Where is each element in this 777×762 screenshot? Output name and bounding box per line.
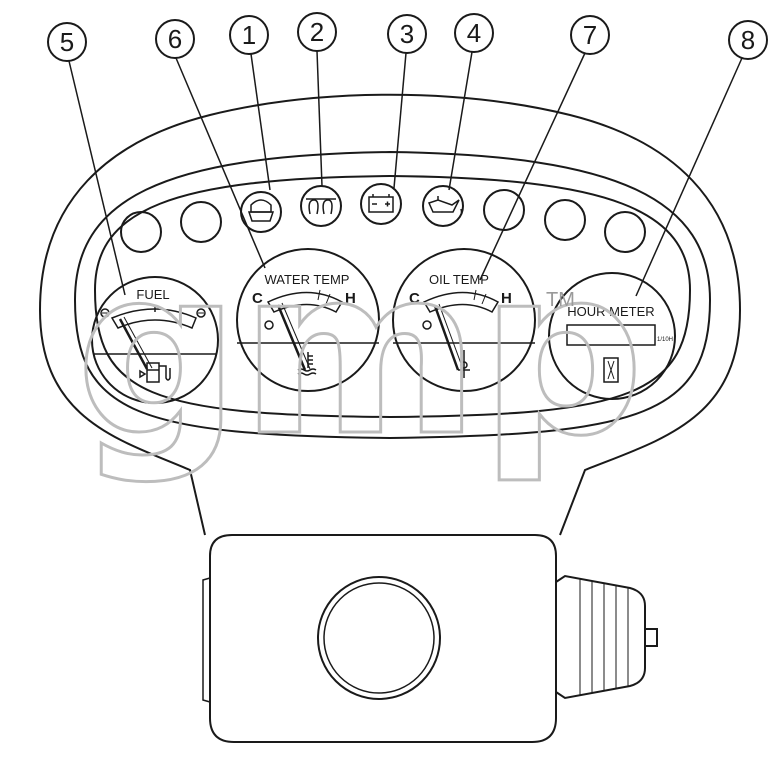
parking-brake-icon — [247, 199, 275, 222]
callout-number-8: 8 — [741, 25, 755, 55]
callout-number-2: 2 — [310, 17, 324, 47]
hour-meter — [548, 272, 676, 400]
leader-line-1 — [250, 53, 271, 191]
leader-line-2 — [316, 50, 323, 187]
callout-number-7: 7 — [583, 20, 597, 50]
callout-circle-3 — [387, 14, 427, 54]
indicator-lamp-right-3 — [604, 211, 646, 253]
coolant-temp-icon — [297, 352, 317, 376]
hour-meter-unit: 1/10H — [657, 337, 673, 343]
callout-circle-5 — [47, 22, 87, 62]
indicator-lamp-3 — [360, 183, 402, 225]
fuel-pump-icon — [139, 362, 171, 383]
rotary-knob — [555, 574, 658, 700]
callout-number-1: 1 — [242, 20, 256, 50]
indicator-lamp-4 — [422, 185, 464, 227]
indicator-lamp-left-1 — [120, 211, 162, 253]
leader-line-8 — [635, 57, 743, 297]
panel-face — [93, 174, 692, 419]
indicator-lamp-right-1 — [483, 189, 525, 231]
water-temp-hot-mark: H — [345, 290, 356, 307]
callout-circle-7 — [570, 15, 610, 55]
leader-line-6 — [175, 57, 266, 269]
callout-circle-8 — [728, 20, 768, 60]
watermark-trademark: TM — [546, 289, 575, 311]
callout-number-4: 4 — [467, 18, 481, 48]
callout-number-5: 5 — [60, 27, 74, 57]
leader-line-7 — [479, 52, 586, 281]
glow-plug-icon — [306, 198, 336, 215]
leader-line-5 — [68, 60, 126, 296]
leader-line-3 — [393, 52, 407, 189]
oil-temp-label: OIL TEMP — [429, 272, 489, 287]
panel-bezel — [73, 150, 712, 440]
panel-housing-outline — [38, 93, 742, 536]
ignition-switch — [317, 576, 441, 700]
indicator-lamp-left-2 — [180, 201, 222, 243]
battery-icon — [368, 194, 394, 213]
oil-pressure-icon — [427, 196, 463, 215]
indicator-lamp-right-2 — [544, 199, 586, 241]
water-temp-label: WATER TEMP — [265, 272, 350, 287]
oil-temp-icon — [458, 350, 470, 378]
oil-temp-gauge — [392, 248, 536, 392]
ignition-housing — [202, 534, 557, 743]
hour-meter-label: HOUR METER — [567, 304, 654, 319]
callout-number-6: 6 — [168, 24, 182, 54]
callout-number-3: 3 — [400, 19, 414, 49]
indicator-lamp-2 — [300, 185, 342, 227]
water-temp-gauge — [236, 248, 380, 392]
oil-temp-hot-mark: H — [501, 290, 512, 307]
watermark-logo: gmp — [76, 220, 645, 487]
callout-circle-6 — [155, 19, 195, 59]
ignition-switch-inner — [323, 582, 435, 694]
leader-line-4 — [448, 51, 473, 191]
oil-temp-cold-mark: C — [409, 290, 420, 307]
fuel-label: FUEL — [136, 287, 169, 302]
callout-circle-1 — [229, 15, 269, 55]
callout-circle-4 — [454, 13, 494, 53]
fuel-gauge — [91, 276, 219, 404]
water-temp-cold-mark: C — [252, 290, 263, 307]
